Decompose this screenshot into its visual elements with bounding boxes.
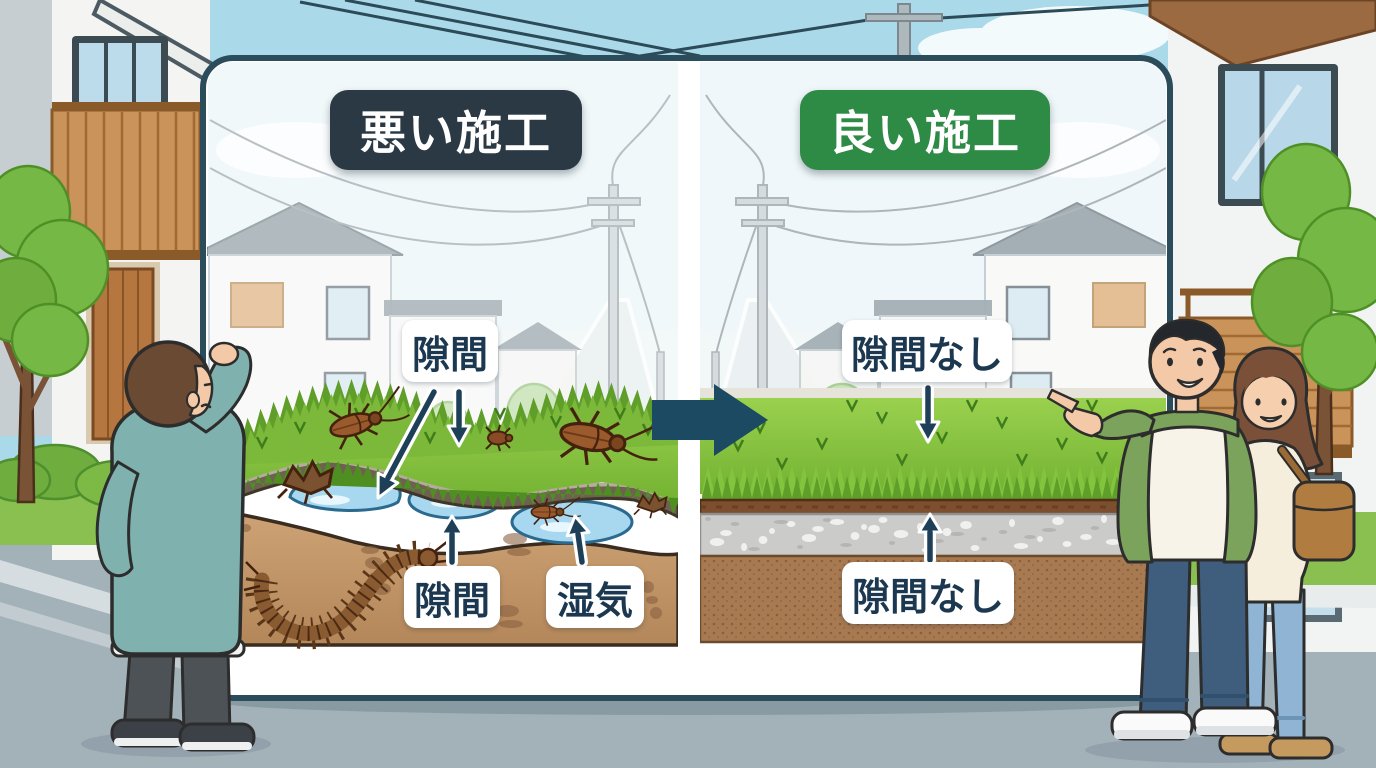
gap-label-top: 隙間	[402, 320, 498, 382]
pointing-man	[1046, 318, 1278, 741]
annotation-arrows	[376, 382, 943, 568]
good-construction-badge: 良い施工	[800, 90, 1050, 170]
pointing-finger	[1046, 388, 1080, 414]
tee-shirt	[1140, 422, 1240, 562]
shoulder-bag	[1292, 480, 1356, 562]
cardigan	[1116, 418, 1156, 564]
confused-man	[81, 340, 271, 757]
smile	[1176, 377, 1204, 388]
bad-construction-badge: 悪い施工	[330, 90, 582, 170]
left-tree	[0, 164, 110, 504]
right-tree	[1250, 142, 1376, 476]
grass-fringe	[702, 466, 1165, 504]
no-gap-label-top: 隙間なし	[842, 320, 1012, 382]
happy-couple	[1046, 318, 1356, 763]
moisture-label: 湿気	[546, 566, 644, 628]
gap-label-under: 隙間	[404, 566, 500, 628]
grass-overhang	[228, 460, 678, 514]
panel-divider	[678, 62, 700, 694]
utility-pole	[865, 3, 943, 61]
shoe	[1268, 736, 1334, 760]
sleeve	[1088, 409, 1156, 440]
centipede-icon	[243, 537, 457, 650]
hand	[208, 341, 240, 367]
gravel-speckles	[705, 515, 1156, 553]
balcony-rail	[52, 102, 200, 110]
hair	[1148, 318, 1226, 359]
no-gap-label-bottom: 隙間なし	[842, 562, 1014, 624]
transition-arrow-icon	[652, 384, 768, 456]
power-lines	[299, 0, 1167, 64]
